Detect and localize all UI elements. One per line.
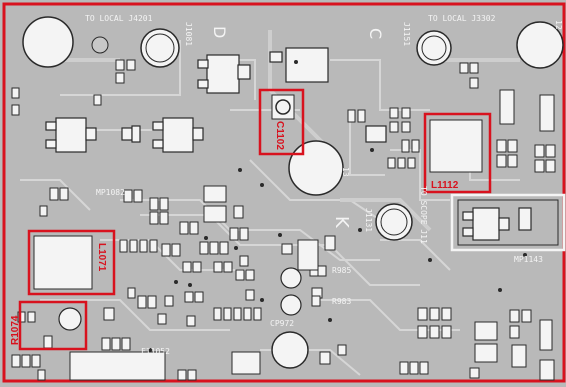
label-r983: R983 — [332, 297, 351, 306]
label-edge-12: 12 — [554, 20, 563, 30]
smd-pads — [11, 59, 556, 381]
label-cp972: CP972 — [270, 319, 294, 328]
connectors — [22, 16, 564, 369]
mounting-hole-center — [288, 140, 344, 196]
via-ring-4 — [271, 331, 309, 369]
mounting-hole-top-left — [22, 16, 74, 68]
label-to-scope-j11: TO SCOPE J11 — [419, 186, 428, 244]
vias — [148, 148, 527, 352]
label-j1151: J1151 — [402, 22, 411, 46]
highlight-label-r1074: R1074 — [10, 315, 21, 345]
highlight-c1102-group — [258, 88, 305, 156]
highlight-l1071-group — [27, 229, 116, 296]
connector-j4201 — [140, 28, 180, 68]
highlight-label-l1071: L1071 — [96, 243, 107, 272]
via-ring-5 — [58, 307, 82, 331]
label-letter-d: D — [210, 26, 229, 38]
label-j1081: J1081 — [184, 22, 193, 46]
mounting-hole-right — [516, 21, 564, 69]
mp1143-module — [450, 193, 566, 252]
label-j1131: J1131 — [364, 208, 373, 232]
label-letter-k: K — [331, 216, 352, 229]
label-num-13: 13 — [341, 167, 350, 177]
highlight-r1074-group — [18, 300, 88, 351]
label-letter-c: C — [366, 28, 385, 39]
highlight-c1102 — [258, 88, 305, 156]
highlight-label-c1102: C1102 — [274, 121, 285, 150]
highlight-r1074 — [18, 300, 88, 351]
highlight-label-l1112: L1112 — [431, 180, 459, 191]
via-ring-3 — [280, 294, 302, 316]
label-mp1082: MP1082 — [96, 188, 125, 197]
label-r985: R985 — [332, 266, 351, 275]
via-ring-1 — [91, 36, 109, 54]
via-ring-2 — [280, 267, 302, 289]
label-to-local-j4201: TO LOCAL J4201 — [85, 14, 153, 23]
highlight-l1112 — [423, 112, 492, 194]
label-mp1143: MP1143 — [514, 255, 543, 264]
highlight-l1071 — [27, 229, 116, 296]
transistor-footprints — [45, 47, 532, 241]
label-to-local-j3302: TO LOCAL J3302 — [428, 14, 496, 23]
label-fi1052: FI1052 — [141, 347, 170, 356]
highlight-l1112-group — [423, 112, 492, 194]
